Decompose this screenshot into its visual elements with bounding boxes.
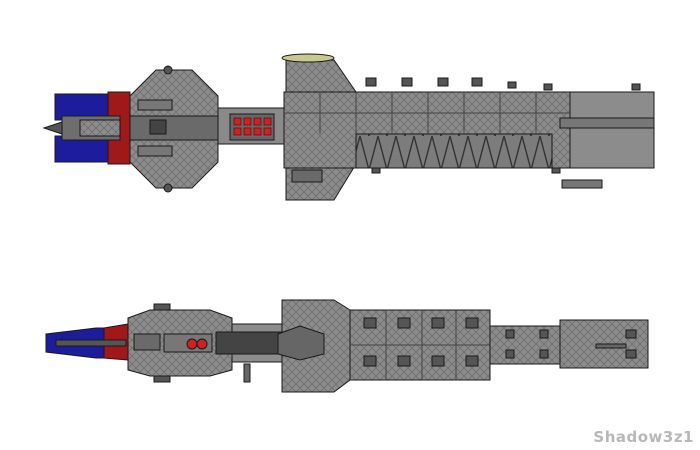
bow-tower-side bbox=[277, 299, 351, 393]
hex-module-side bbox=[127, 303, 233, 383]
engine-cluster-top bbox=[42, 91, 131, 165]
spine-side bbox=[215, 323, 287, 383]
main-hull-side bbox=[349, 309, 649, 381]
spine-top bbox=[217, 107, 285, 145]
ship-side-view bbox=[45, 299, 649, 393]
engine-cluster-side bbox=[45, 323, 129, 361]
turret-row-top bbox=[365, 77, 641, 174]
hex-module-top bbox=[129, 65, 221, 193]
ship-top-view bbox=[42, 53, 655, 201]
main-hull-top bbox=[283, 91, 655, 189]
artist-signature: Shadow3z1 bbox=[593, 428, 694, 446]
